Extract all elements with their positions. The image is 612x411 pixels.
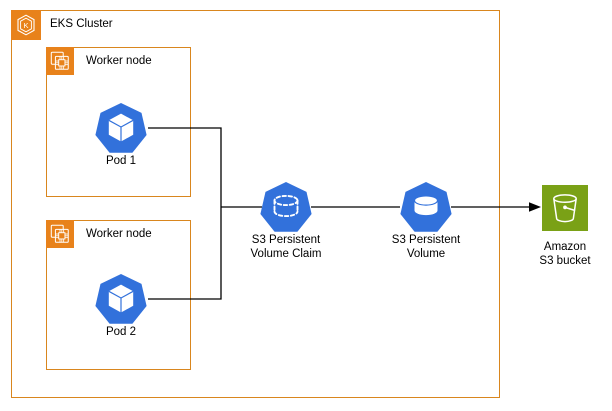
eks-cluster-group [11,10,500,398]
s3-bucket-label: Amazon S3 bucket [539,241,591,267]
pv-label: S3 Persistent Volume [391,234,461,260]
pod-2-label: Pod 2 [105,326,137,338]
worker-node-1-group [46,47,191,197]
worker-node-1-icon [46,47,74,75]
persistent-volume-claim-icon [258,179,314,235]
arrowhead-to-s3 [529,202,541,212]
worker-node-2-icon [46,220,74,248]
eks-cluster-label: EKS Cluster [50,18,113,30]
kubernetes-pod-icon [93,100,149,156]
pvc-label: S3 Persistent Volume Claim [250,234,322,260]
worker-node-1-label: Worker node [86,55,152,67]
persistent-volume-icon [398,179,454,235]
eks-cluster-icon: K [11,10,41,40]
amazon-s3-bucket-icon [542,185,588,231]
pod-1-label: Pod 1 [105,155,137,167]
worker-node-2-label: Worker node [86,228,152,240]
svg-text:K: K [23,21,28,30]
kubernetes-pod-icon [93,271,149,327]
